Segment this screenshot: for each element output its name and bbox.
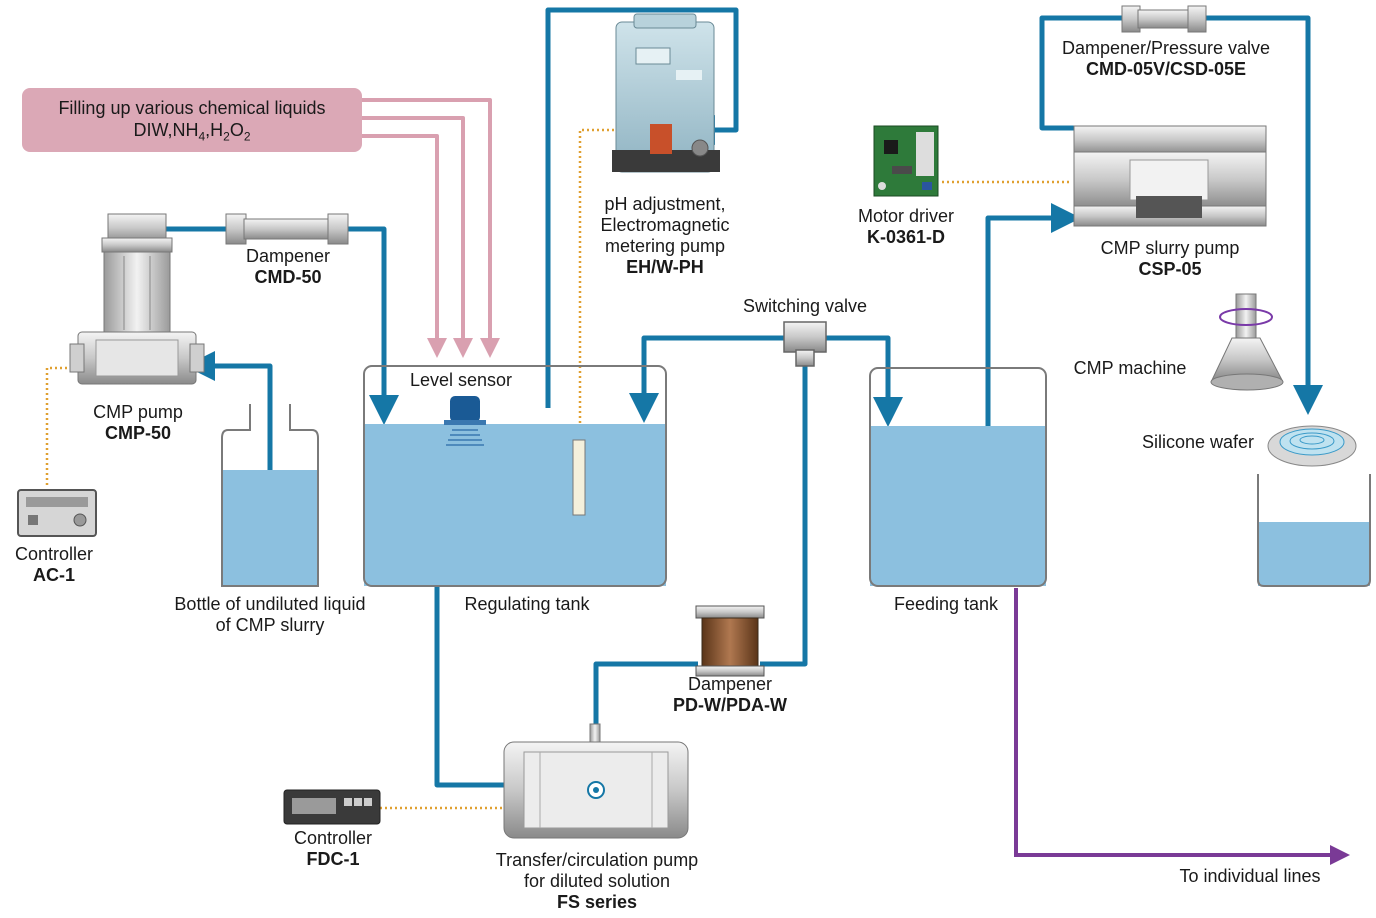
ph-metering-pump-icon bbox=[612, 13, 720, 173]
level-sensor-icon bbox=[444, 396, 486, 446]
dampener-pressure-valve-icon bbox=[1121, 5, 1207, 33]
slurry-bottle-shape bbox=[221, 404, 319, 587]
individual-lines-label: To individual lines bbox=[1179, 866, 1321, 886]
cmp-machine-icon bbox=[1210, 293, 1284, 391]
feeding-tank-shape bbox=[869, 367, 1047, 587]
switching-valve-label: Switching valve bbox=[742, 296, 868, 316]
motor-driver-icon bbox=[873, 125, 939, 197]
process-pipes bbox=[160, 7, 1323, 800]
chemical-formula: DIW,NH4,H2O2 bbox=[133, 120, 251, 144]
regulating-tank-shape bbox=[363, 365, 667, 587]
regulating-tank-label: Regulating tank bbox=[464, 594, 590, 614]
chemical-liquids-title: Filling up various chemical liquids bbox=[58, 98, 326, 118]
level-sensor-label: Level sensor bbox=[409, 370, 513, 390]
cmp-pump-icon bbox=[69, 213, 205, 385]
waste-basin-shape bbox=[1257, 474, 1371, 587]
silicone-wafer-label: Silicone wafer bbox=[1141, 432, 1255, 452]
outlet-pipe bbox=[1014, 588, 1350, 865]
dampener-pdw-icon bbox=[695, 605, 765, 677]
switching-valve-icon bbox=[783, 321, 827, 367]
cmp-machine-label: CMP machine bbox=[1073, 358, 1187, 378]
feeding-tank-label: Feeding tank bbox=[893, 594, 999, 614]
dampener-cmd50-icon bbox=[225, 213, 349, 245]
silicone-wafer-icon bbox=[1267, 425, 1357, 467]
controller-fdc1-icon bbox=[283, 789, 381, 825]
transfer-pump-icon bbox=[503, 723, 689, 839]
cmp-slurry-pump-icon bbox=[1073, 125, 1267, 227]
chemical-fill-pipes bbox=[362, 98, 500, 358]
chemical-liquids-box: Filling up various chemical liquids DIW,… bbox=[22, 88, 362, 152]
controller-ac1-icon bbox=[17, 489, 97, 537]
